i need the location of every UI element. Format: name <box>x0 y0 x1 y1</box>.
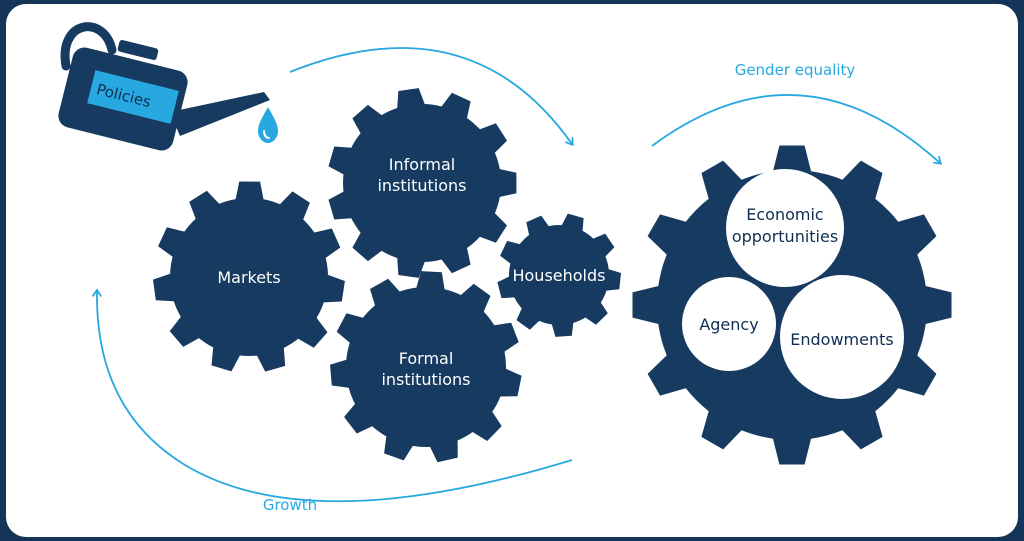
arrow-gender-curve <box>651 94 942 165</box>
endowments-label: Endowments <box>790 330 893 349</box>
gear-markets <box>153 181 345 372</box>
gear-formal-institutions <box>330 271 522 463</box>
formal-label-line2: institutions <box>381 370 470 389</box>
informal-label-line2: institutions <box>377 176 466 195</box>
endowments-circle <box>780 275 904 399</box>
informal-label-line1: Informal <box>389 155 455 174</box>
economic-label-line1: Economic <box>746 205 823 224</box>
economic-label-line2: opportunities <box>732 227 838 246</box>
water-drop-highlight <box>263 130 270 139</box>
policies-label-box <box>87 70 179 124</box>
arrow-growth-curve <box>91 288 573 503</box>
watering-can-icon: Policies <box>58 22 270 151</box>
arrow-top-curve <box>289 47 574 147</box>
economic-opportunities-circle <box>726 169 844 287</box>
gender-equality-label: Gender equality <box>735 61 856 79</box>
agency-label: Agency <box>699 315 758 334</box>
growth-label: Growth <box>263 496 317 514</box>
formal-label-line1: Formal <box>399 349 454 368</box>
markets-label: Markets <box>217 268 280 287</box>
gear-informal-institutions <box>328 88 517 278</box>
gear-households <box>497 213 621 337</box>
water-drop-icon <box>258 107 278 143</box>
agency-circle <box>682 277 776 371</box>
households-label: Households <box>512 266 605 285</box>
